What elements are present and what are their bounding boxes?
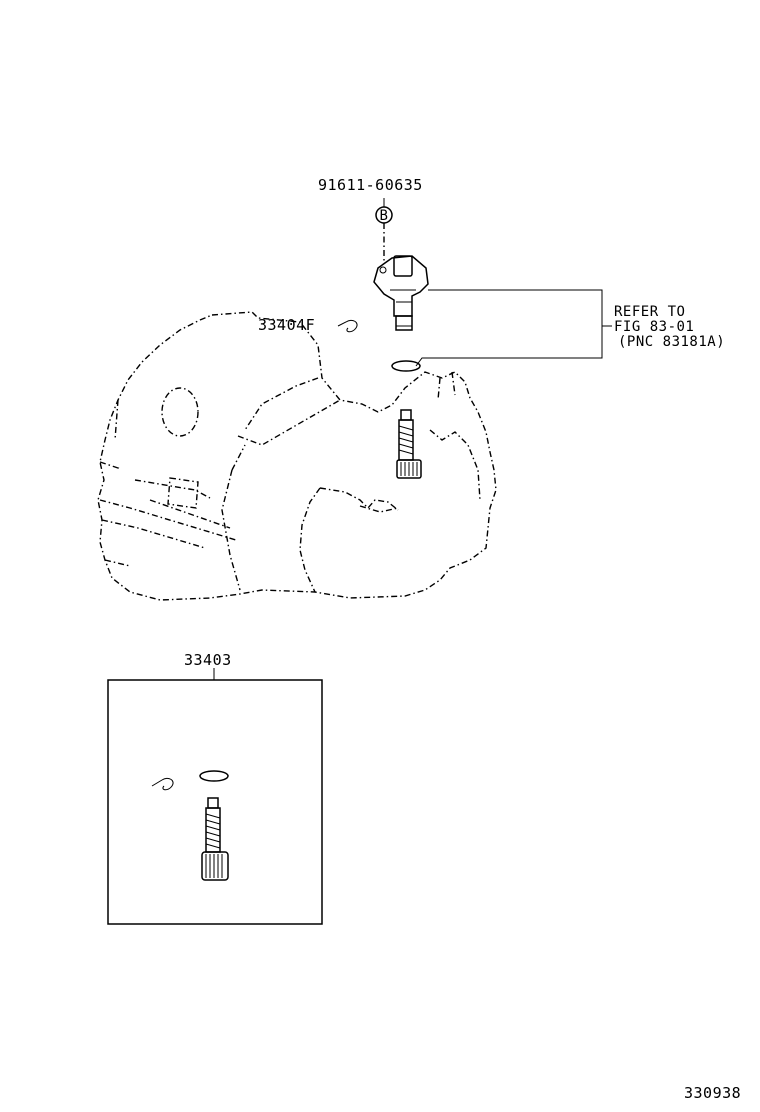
reference-note: REFER TO FIG 83-01 (PNC 83181A) xyxy=(614,304,725,350)
reference-note-line2: FIG 83-01 xyxy=(614,319,694,335)
driven-gear xyxy=(396,409,422,479)
speed-sensor xyxy=(373,255,429,331)
oil-seal-part-number: 33404F xyxy=(258,316,315,334)
kit-part-number: 33403 xyxy=(184,651,232,669)
oil-seal-callout: 33404F xyxy=(258,316,358,334)
bolt-callout: B 91611-60635 xyxy=(318,176,423,262)
illustration-id: 330938 xyxy=(684,1084,741,1102)
reference-bracket xyxy=(415,289,612,367)
o-ring xyxy=(391,360,421,372)
transaxle-housing-outline xyxy=(97,311,497,601)
reference-note-line1: REFER TO xyxy=(614,304,685,320)
kit-callout: 33403 xyxy=(107,651,323,925)
kit-box xyxy=(107,679,323,925)
bolt-marker-letter: B xyxy=(380,208,389,224)
reference-note-line3: (PNC 83181A) xyxy=(618,334,725,350)
bolt-part-number: 91611-60635 xyxy=(318,176,423,194)
